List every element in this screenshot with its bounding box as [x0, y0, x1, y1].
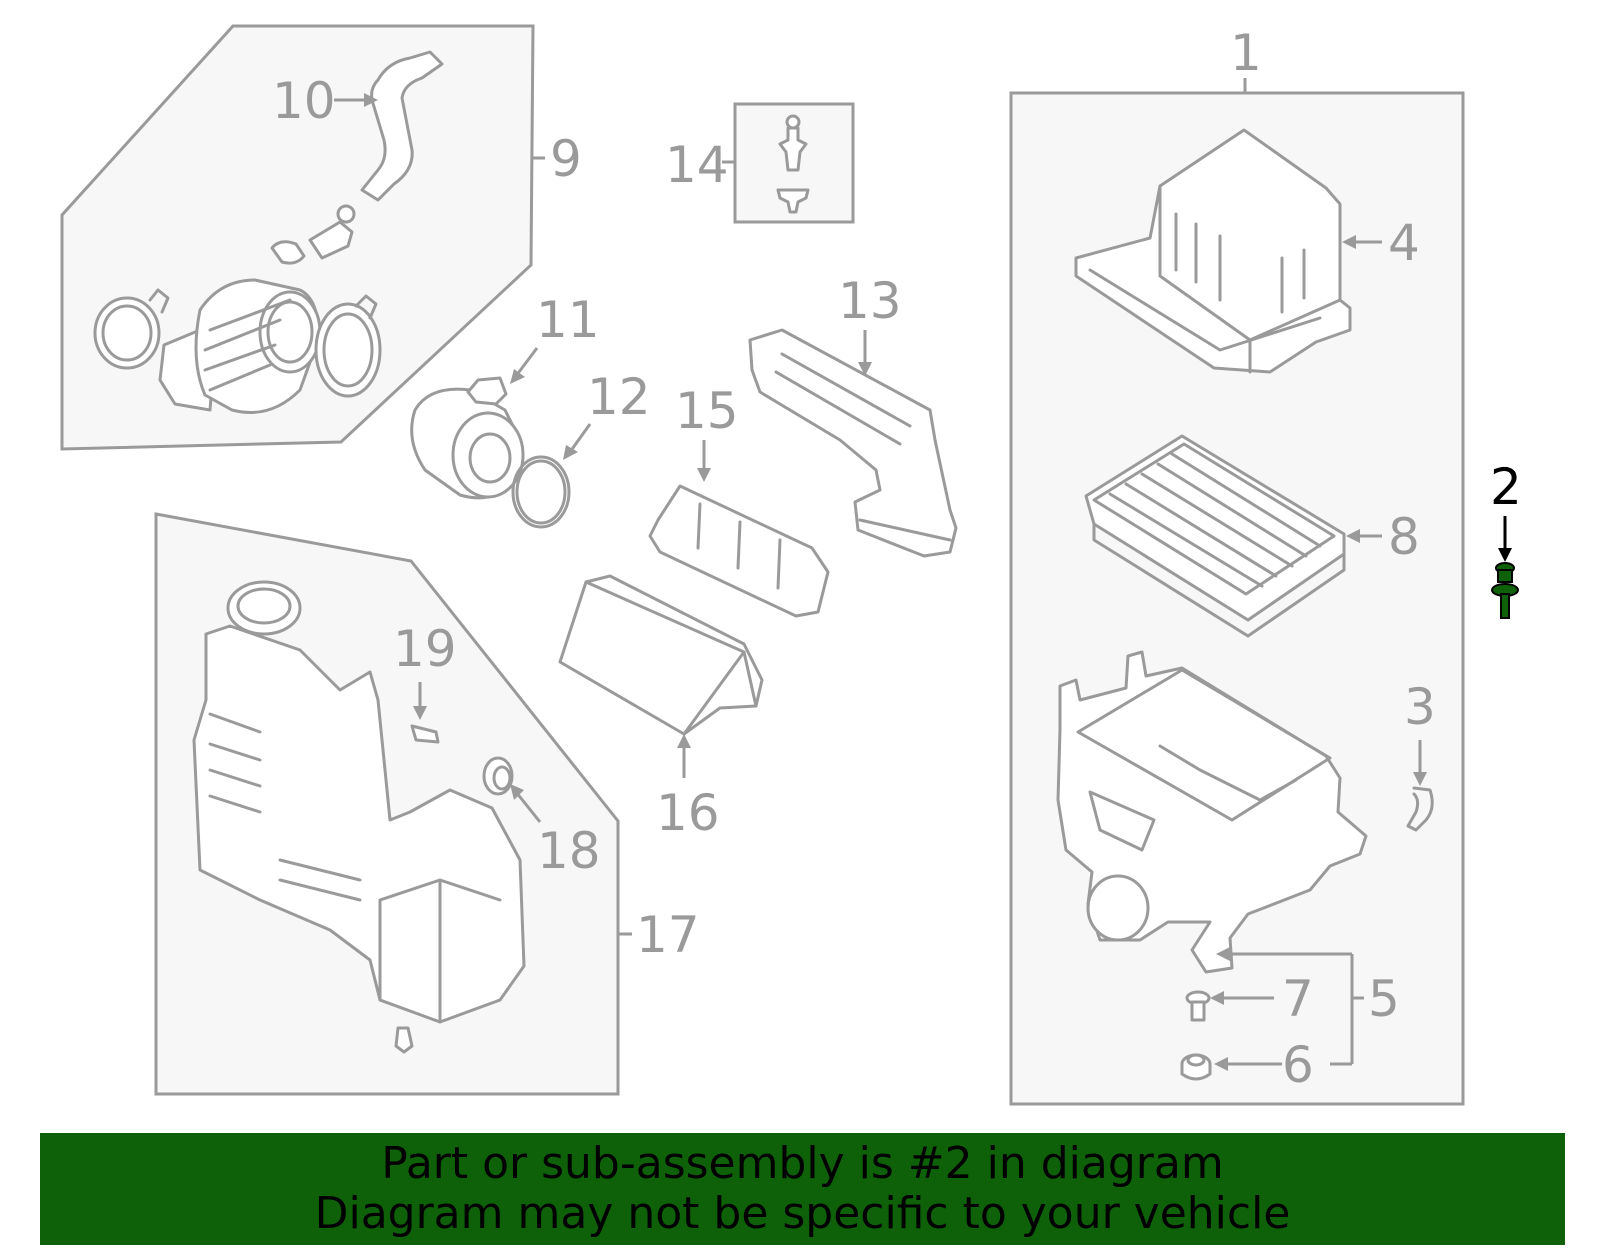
part-14-clips[interactable] — [776, 114, 810, 214]
part-9-sensor — [270, 204, 356, 265]
part-17-clip — [394, 1026, 414, 1054]
part-8-filter[interactable] — [1084, 434, 1346, 638]
callout-3[interactable]: 3 — [1404, 678, 1436, 736]
banner-line-2: Diagram may not be specific to your vehi… — [314, 1188, 1291, 1239]
callout-8[interactable]: 8 — [1388, 508, 1420, 566]
part-2-bolt-highlighted[interactable] — [1491, 562, 1519, 619]
callout-17[interactable]: 17 — [636, 906, 700, 964]
part-15-bracket[interactable] — [648, 484, 830, 618]
callout-10[interactable]: 10 — [272, 72, 336, 130]
callout-15[interactable]: 15 — [675, 382, 739, 440]
callout-11[interactable]: 11 — [536, 291, 600, 349]
part-5-lower-case[interactable] — [1056, 650, 1368, 974]
callout-4[interactable]: 4 — [1388, 214, 1420, 272]
part-9-clamp-right — [314, 294, 382, 398]
part-7-bolt[interactable] — [1185, 990, 1211, 1022]
part-19-pin[interactable] — [410, 724, 440, 744]
callout-7[interactable]: 7 — [1282, 970, 1314, 1028]
part-18-grommet[interactable] — [482, 756, 514, 796]
callout-5[interactable]: 5 — [1368, 970, 1400, 1028]
part-12-o-ring[interactable] — [511, 455, 571, 529]
part-16-cover[interactable] — [558, 574, 764, 736]
part-6-grommet[interactable] — [1180, 1053, 1212, 1081]
callout-9[interactable]: 9 — [550, 130, 582, 188]
part-4-upper-cover[interactable] — [1074, 128, 1352, 374]
callout-6[interactable]: 6 — [1282, 1036, 1314, 1094]
callout-12[interactable]: 12 — [587, 368, 651, 426]
callout-16[interactable]: 16 — [656, 784, 720, 842]
part-17-resonator[interactable] — [192, 580, 526, 1024]
callout-19[interactable]: 19 — [393, 620, 457, 678]
banner-line-1: Part or sub-assembly is #2 in diagram — [381, 1138, 1224, 1189]
part-11-maf-sensor[interactable] — [410, 376, 525, 500]
callout-18[interactable]: 18 — [537, 822, 601, 880]
callout-1[interactable]: 1 — [1230, 24, 1262, 82]
part-9-clamp-left — [93, 288, 170, 370]
part-3-clip[interactable] — [1406, 786, 1434, 832]
callout-2-highlighted[interactable]: 2 — [1490, 458, 1522, 516]
callout-14[interactable]: 14 — [665, 136, 729, 194]
part-9-throttle-body — [158, 278, 322, 414]
callout-13[interactable]: 13 — [838, 272, 902, 330]
info-banner: Part or sub-assembly is #2 in diagram Di… — [40, 1133, 1565, 1245]
part-13-intake-duct[interactable] — [748, 328, 958, 558]
